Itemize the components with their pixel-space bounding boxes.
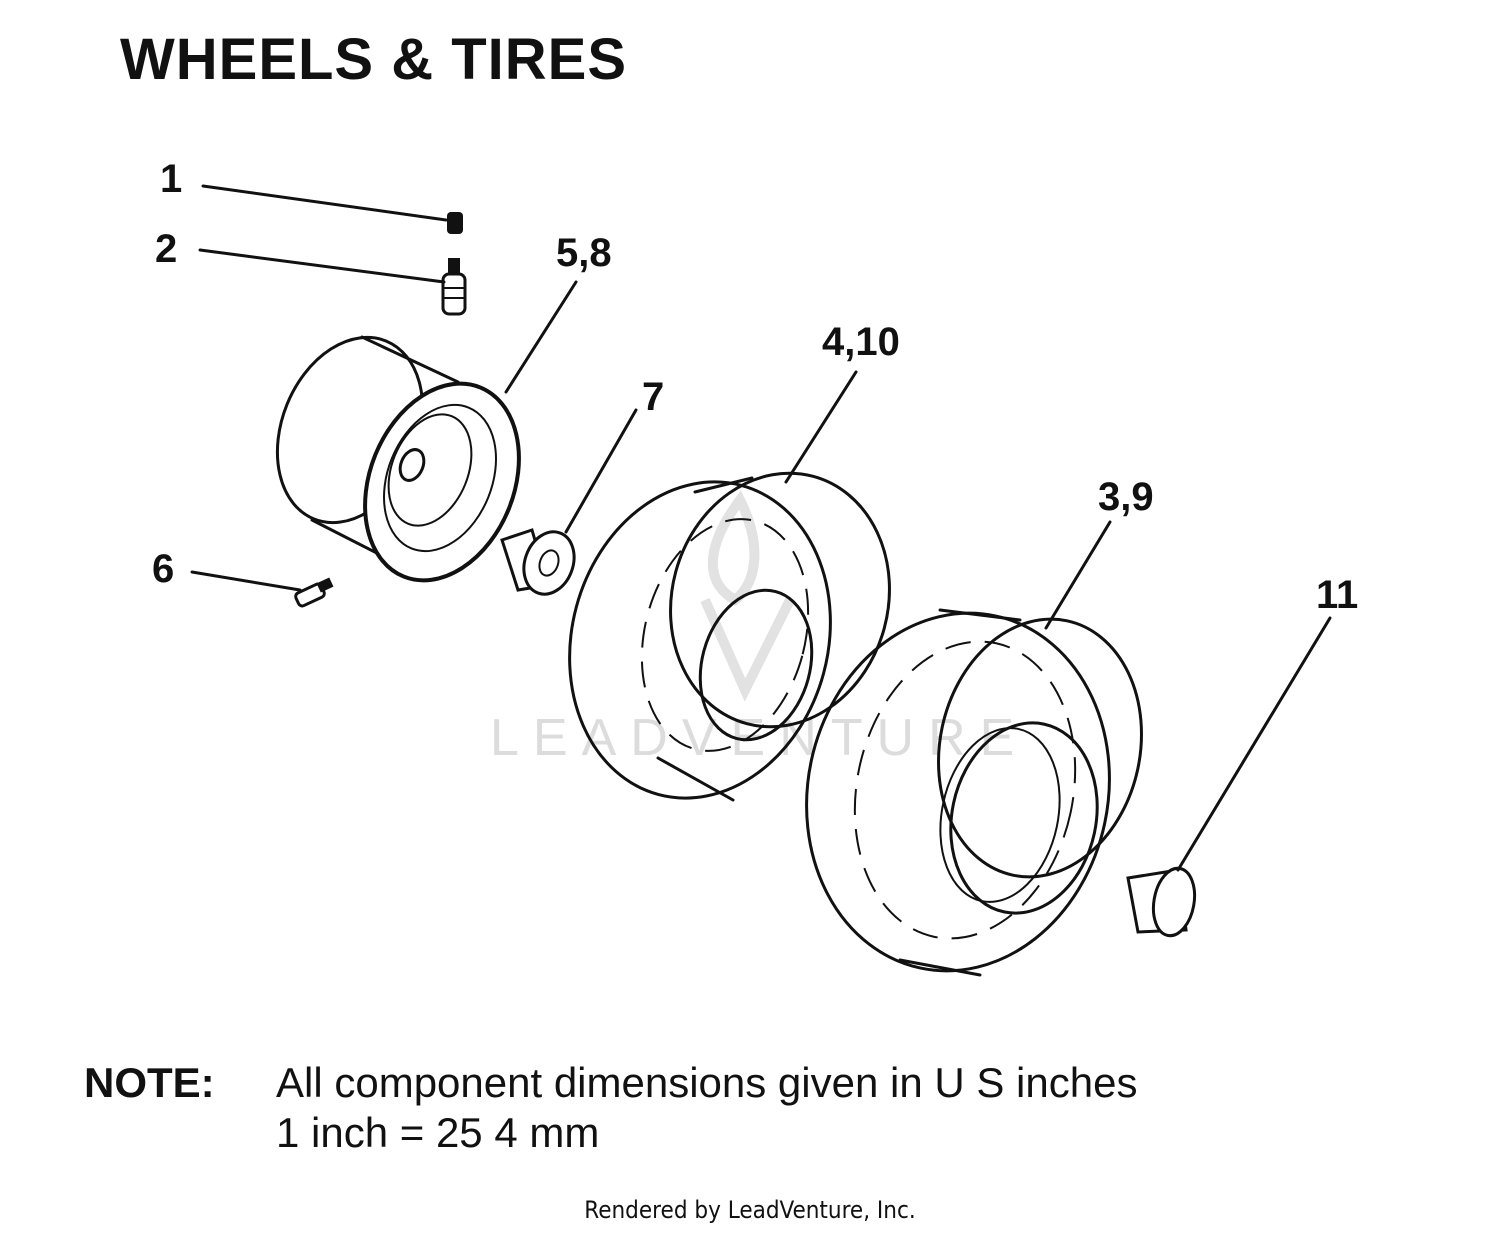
rear-tire-part (805, 608, 1143, 977)
bolt-part (294, 577, 334, 608)
callout-3-9: 3,9 (1098, 475, 1154, 519)
diagram-title: WHEELS & TIRES (120, 27, 628, 92)
valve-stem-part (441, 258, 467, 316)
callout-1: 1 (160, 157, 182, 201)
callout-6: 6 (152, 547, 174, 591)
note-line-1: All component dimensions given in U S in… (276, 1059, 1138, 1106)
note-text: All component dimensions given in U S in… (276, 1058, 1137, 1158)
callout-2: 2 (155, 227, 177, 271)
valve-cap-part (447, 212, 463, 234)
footer-credit: Rendered by LeadVenture, Inc. (584, 1196, 916, 1224)
hub-cap-part (1126, 866, 1197, 938)
bushing-part (500, 528, 576, 596)
note-line-2: 1 inch = 25 4 mm (276, 1109, 600, 1156)
note-label: NOTE: (84, 1059, 215, 1106)
leader-lines (190, 184, 1332, 872)
front-tire-part (568, 471, 891, 802)
wheel-rim-part (275, 335, 521, 583)
callout-4-10: 4,10 (822, 320, 900, 364)
callout-11: 11 (1316, 573, 1358, 617)
callout-7: 7 (642, 375, 664, 419)
watermark: LEADVENTURE (490, 709, 1028, 767)
callout-5-8: 5,8 (556, 231, 612, 275)
